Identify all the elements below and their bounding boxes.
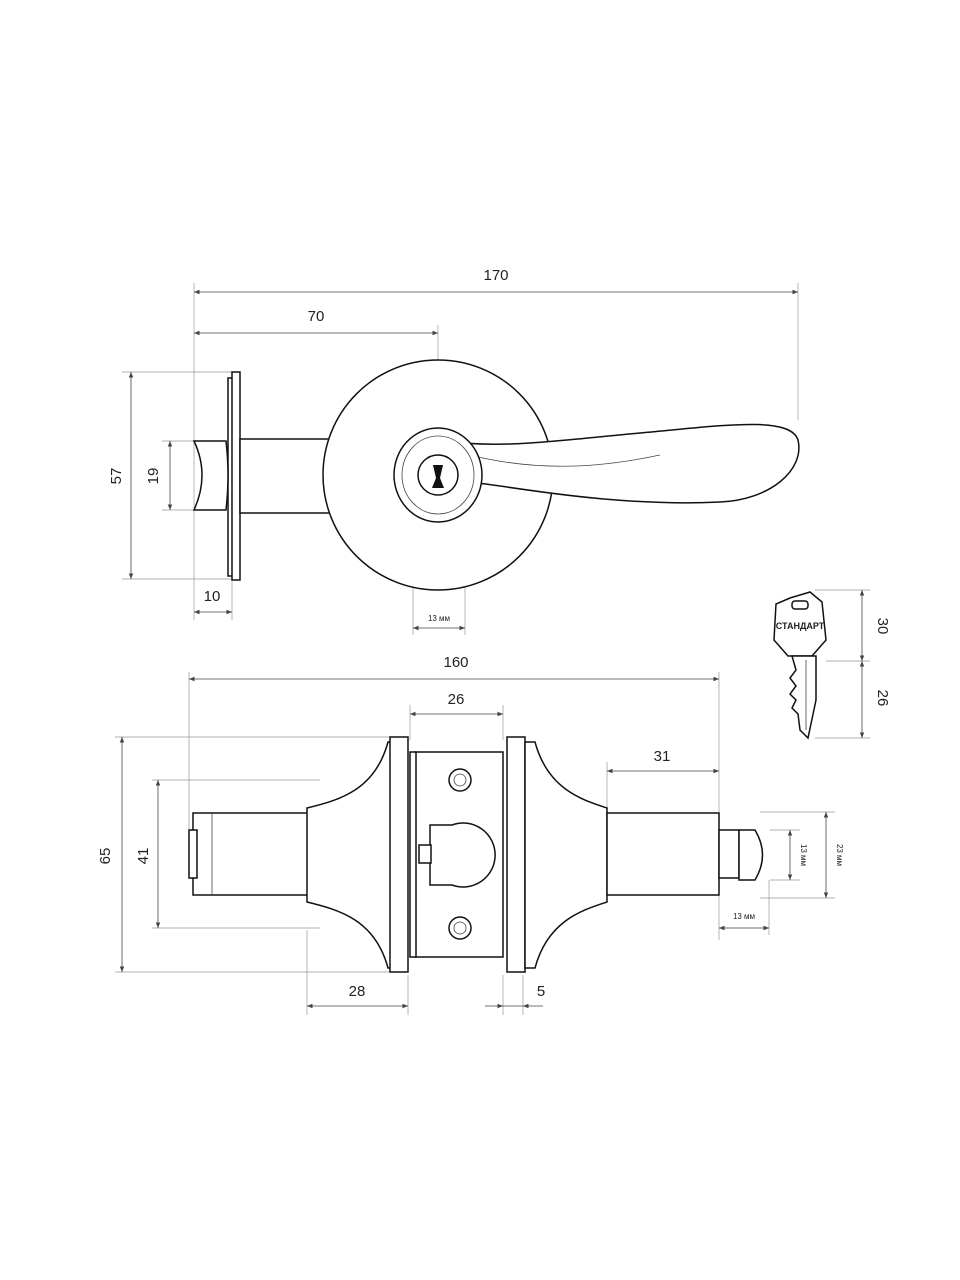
keyhole-icon: [432, 465, 444, 488]
cylinder-ring: [401, 435, 475, 515]
dimension-stem-length: 31: [654, 748, 671, 765]
dimension-key-blade: 26: [874, 690, 891, 707]
left-lever-stub: [192, 812, 314, 896]
dimension-spindle-height: 23 мм: [835, 844, 844, 866]
dimension-backset-tip: 10: [204, 588, 221, 605]
dimension-rose-depth: 28: [349, 983, 366, 1000]
dimension-bottom-rose: 65: [97, 848, 114, 865]
lever-edge-line: [469, 454, 661, 467]
thumb-turn-shaft: [718, 829, 740, 879]
screw-hole-top-inner: [453, 773, 467, 787]
right-rose-plate: [506, 736, 526, 973]
dimension-to-center: 70: [308, 308, 325, 325]
key-blade: [789, 655, 817, 740]
key-view: СТАНДАРТ 30 26: [773, 589, 891, 740]
dimension-key-head: 30: [874, 618, 891, 635]
key-ring-hole: [791, 600, 809, 610]
latch-trigger: [418, 844, 432, 864]
dimension-key-cylinder: 13 мм: [428, 614, 450, 623]
screw-hole-top: [448, 768, 472, 792]
dimension-bottom-total: 160: [443, 654, 468, 671]
thumb-turn: [738, 829, 764, 881]
dimension-total-length: 170: [483, 267, 508, 284]
latch-opening: [429, 822, 496, 888]
dimension-neck-height: 41: [135, 848, 152, 865]
dimension-latch-plate: 26: [448, 691, 465, 708]
left-stub-end: [188, 829, 198, 879]
top-view: 170 70 57 19 10 13 мм: [108, 267, 800, 635]
latch-plate-edge: [409, 751, 417, 958]
screw-hole-bottom-inner: [453, 921, 467, 935]
latch-faceplate-edge: [231, 371, 241, 581]
lever-handle: [437, 423, 800, 504]
screw-hole-bottom: [448, 916, 472, 940]
dimension-rose-height: 57: [108, 468, 125, 485]
latch-bolt: [192, 440, 229, 511]
left-rose: [306, 741, 399, 969]
right-rose: [524, 741, 608, 969]
right-lever-stub: [606, 812, 720, 896]
bottom-view: 160 26 31 65 41 28 5 13 мм 13 мм 23 мм: [97, 654, 844, 1015]
key-brand-label: СТАНДАРТ: [776, 621, 825, 631]
dimension-turn-height: 13 мм: [799, 844, 808, 866]
dimension-turn-width: 13 мм: [733, 912, 755, 921]
dimension-latch-height: 19: [145, 468, 162, 485]
left-rose-plate: [389, 736, 409, 973]
dimension-plate-thickness: 5: [537, 983, 545, 1000]
